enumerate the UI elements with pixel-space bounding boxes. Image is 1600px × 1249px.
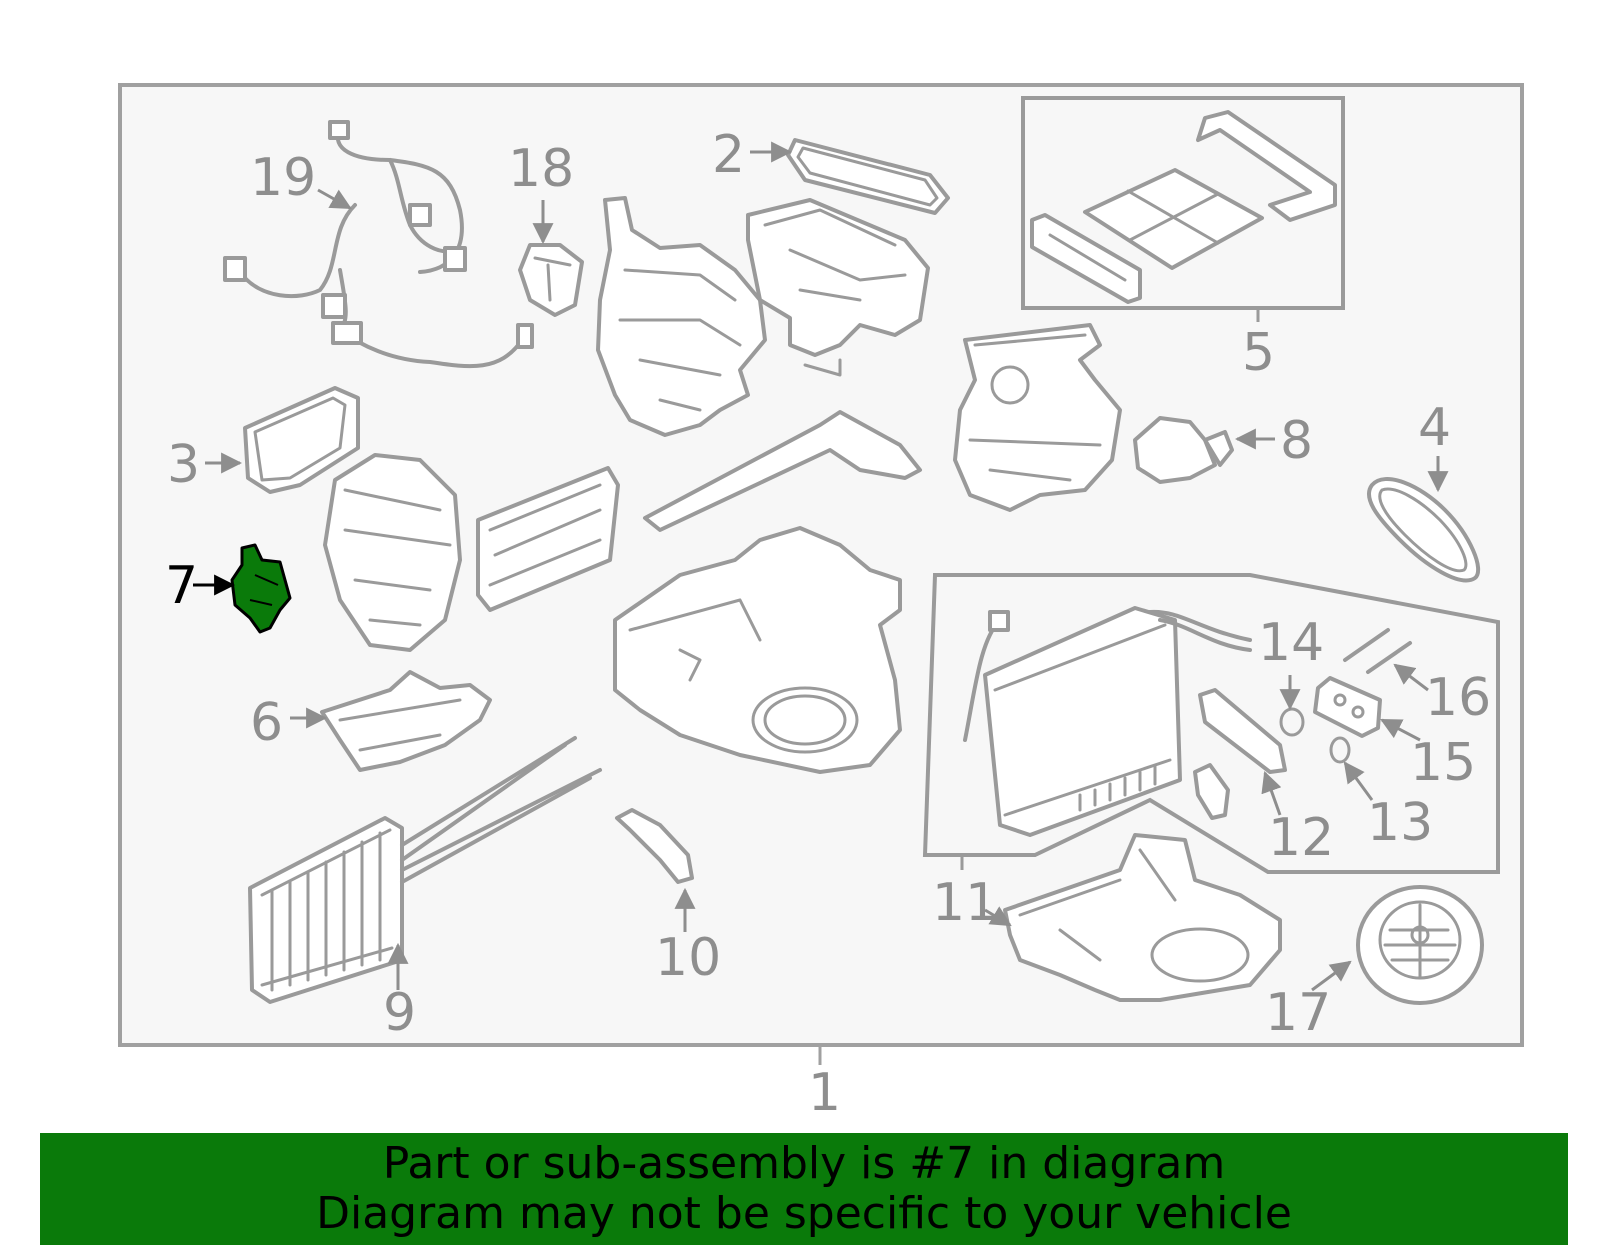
callout-label-7: 7 — [165, 556, 198, 616]
callout-label-2: 2 — [712, 125, 745, 185]
part-17-blower-motor — [1356, 885, 1484, 1005]
callout-label-8: 8 — [1280, 411, 1313, 471]
mode-door-strip — [476, 466, 620, 612]
part-9-heater-core — [248, 736, 602, 1004]
callout-arrows — [193, 141, 1449, 992]
callout-label-6: 6 — [250, 693, 283, 753]
callout-label-12: 12 — [1268, 808, 1334, 868]
hvac-case-left-half — [596, 196, 767, 437]
part-10-bracket — [615, 808, 694, 884]
part-4-seal — [1366, 477, 1481, 583]
callout-label-1: 1 — [808, 1063, 841, 1123]
callout-label-13: 13 — [1367, 793, 1433, 853]
callout-label-19: 19 — [250, 148, 316, 208]
callout-label-5: 5 — [1242, 323, 1275, 383]
part-18-actuator — [518, 243, 584, 317]
hvac-upper-case — [746, 198, 930, 377]
part-12-block — [1193, 688, 1287, 820]
blower-case — [1003, 833, 1282, 1002]
callout-label-18: 18 — [508, 139, 574, 199]
info-banner: Part or sub-assembly is #7 in diagram Di… — [40, 1133, 1568, 1245]
long-duct — [643, 410, 922, 532]
banner-line-1: Part or sub-assembly is #7 in diagram — [382, 1138, 1226, 1189]
banner-line-2: Diagram may not be specific to your vehi… — [316, 1188, 1292, 1239]
part-13-o-ring — [1329, 736, 1351, 764]
callout-label-10: 10 — [655, 928, 721, 988]
hvac-right-housing — [953, 323, 1122, 512]
part-11-evaporator — [963, 606, 1252, 837]
callout-label-9: 9 — [383, 983, 416, 1043]
callout-label-15: 15 — [1410, 733, 1476, 793]
part-6-duct-piece — [320, 670, 492, 772]
callout-label-4: 4 — [1418, 398, 1451, 458]
callout-label-14: 14 — [1258, 613, 1324, 673]
part-19-wire-harness — [223, 120, 534, 369]
part-16-bolts — [1343, 628, 1412, 674]
blend-door-housing — [323, 453, 462, 652]
callout-label-3: 3 — [167, 435, 200, 495]
callout-label-11: 11 — [932, 873, 998, 933]
callout-label-17: 17 — [1265, 983, 1331, 1043]
hvac-lower-case — [613, 526, 902, 774]
part-15-expansion-valve — [1313, 676, 1382, 738]
part-3-duct — [243, 386, 360, 494]
part-5-filter-set — [1030, 110, 1337, 304]
callout-label-16: 16 — [1425, 668, 1491, 728]
part-8-actuator — [1133, 416, 1234, 484]
